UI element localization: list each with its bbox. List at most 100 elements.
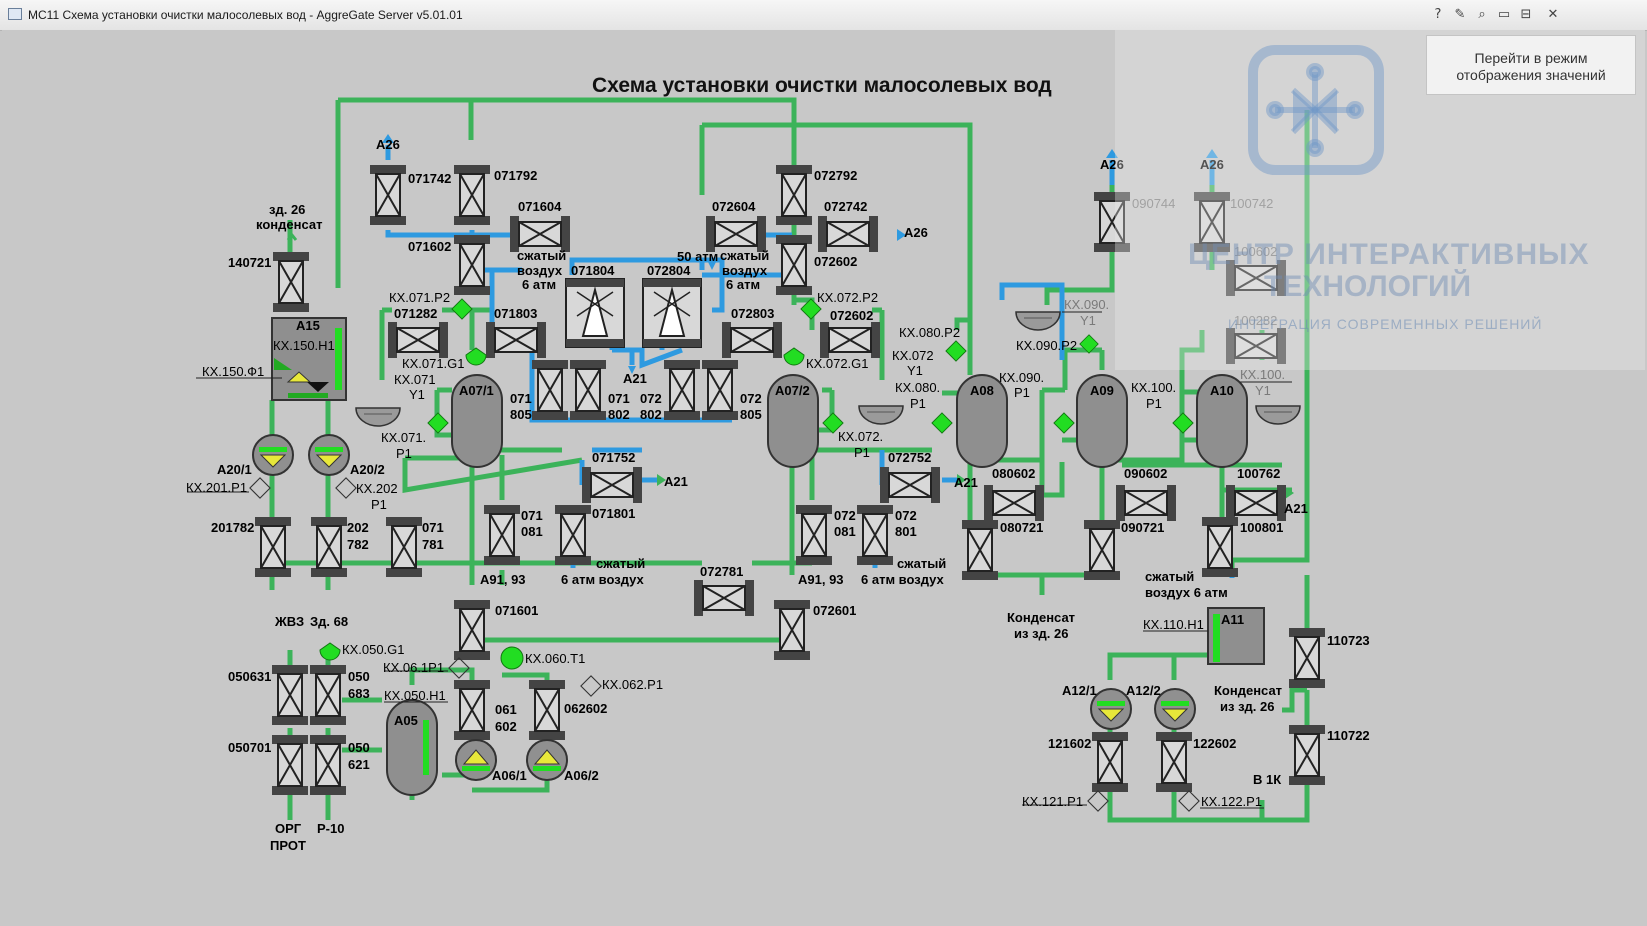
valve-071282[interactable] (388, 322, 448, 358)
label-072081b: 081 (834, 524, 856, 539)
label-kx071y1a: КХ.071 (394, 372, 436, 387)
label-071802a: 071 (608, 391, 630, 406)
valve-100282[interactable] (1226, 328, 1286, 364)
mnemonic-canvas: зд. 26 конденсат 140721 А15 КХ.150.Н1 КХ… (2, 30, 1645, 924)
tank-a07-2[interactable] (767, 374, 819, 468)
valve-072742[interactable] (818, 216, 878, 252)
sensor-kx072g1[interactable] (783, 347, 805, 366)
sensor-kx062p1[interactable] (580, 675, 602, 697)
valve-202782[interactable] (311, 517, 347, 577)
valve-072803[interactable] (722, 322, 782, 358)
valve-140721[interactable] (273, 252, 309, 312)
pump-a06-2[interactable] (526, 739, 568, 781)
valve-071602[interactable] (454, 235, 490, 295)
sensor-kx071p2[interactable] (451, 298, 473, 320)
valve-050683[interactable] (310, 665, 346, 725)
valve-090744[interactable] (1094, 192, 1130, 252)
valve-080721[interactable] (962, 520, 998, 580)
edit-icon[interactable]: ✎ (1454, 7, 1466, 22)
valve-072781[interactable] (694, 580, 754, 616)
sensor-kx090p1[interactable] (1053, 412, 1075, 434)
valve-072081[interactable] (796, 505, 832, 565)
valve-071601[interactable] (454, 600, 490, 660)
help-icon[interactable]: ? (1434, 7, 1442, 22)
valve-072802[interactable] (664, 360, 700, 420)
filter-071804[interactable] (565, 278, 625, 348)
valve-062602[interactable] (529, 680, 565, 740)
label-071282: 071282 (394, 306, 437, 321)
label-kx050g1: КХ.050.G1 (342, 642, 405, 657)
zoom-icon[interactable]: ⌕ (1478, 7, 1486, 22)
valve-072604[interactable] (706, 216, 766, 252)
valve-072801[interactable] (857, 505, 893, 565)
valve-071781[interactable] (386, 517, 422, 577)
valve-100762[interactable] (1226, 485, 1286, 521)
valve-050621[interactable] (310, 735, 346, 795)
pump-a20-1[interactable] (252, 434, 294, 476)
valve-100801[interactable] (1202, 517, 1238, 577)
maximize-icon[interactable]: ▭ (1497, 7, 1511, 22)
valve-110722[interactable] (1289, 725, 1325, 785)
valve-072792[interactable] (776, 165, 812, 225)
restore-icon[interactable]: ⊟ (1520, 7, 1532, 22)
valve-071752[interactable] (582, 467, 642, 503)
valve-072752[interactable] (880, 467, 940, 503)
pump-a06-1[interactable] (455, 739, 497, 781)
label-atm6-3: 6 атм воздух (561, 572, 645, 587)
sensor-kx080p2[interactable] (945, 340, 967, 362)
valve-071801[interactable] (555, 505, 591, 565)
valve-072805[interactable] (702, 360, 738, 420)
valve-071742[interactable] (370, 165, 406, 225)
sensor-kx202p1[interactable] (335, 477, 357, 499)
sensor-kx100p1[interactable] (1172, 412, 1194, 434)
valve-061602[interactable] (454, 680, 490, 740)
watermark-line1: ЦЕНТР ИНТЕРАКТИВНЫХ (1188, 238, 1590, 271)
tank-a15[interactable] (271, 317, 347, 401)
valve-071604[interactable] (510, 216, 570, 252)
valve-071805[interactable] (532, 360, 568, 420)
sensor-kx071p1[interactable] (427, 412, 449, 434)
pump-a20-2[interactable] (308, 434, 350, 476)
valve-072602[interactable] (776, 235, 812, 295)
mode-button-line1: Перейти в режим (1474, 50, 1588, 66)
valve-050631[interactable] (272, 665, 308, 725)
sensor-kx121p1[interactable] (1087, 790, 1109, 812)
valve-050701[interactable] (272, 735, 308, 795)
tank-a08[interactable] (956, 374, 1008, 468)
sensor-kx071g1[interactable] (465, 347, 487, 366)
label-072805a: 072 (740, 391, 762, 406)
valve-090602[interactable] (1116, 485, 1176, 521)
label-kx121p1: КХ.121.Р1 (1022, 794, 1083, 809)
label-kx050h1: КХ.050.Н1 (384, 688, 446, 703)
close-icon[interactable]: ✕ (1547, 7, 1559, 22)
sensor-kx060t1[interactable] (500, 646, 524, 670)
label-080721: 080721 (1000, 520, 1043, 535)
valve-080602[interactable] (984, 485, 1044, 521)
pump-a12-2[interactable] (1154, 688, 1196, 730)
tank-a07-1[interactable] (451, 374, 503, 468)
valve-072601[interactable] (774, 600, 810, 660)
sensor-kx201p1[interactable] (249, 477, 271, 499)
tank-a10[interactable] (1196, 374, 1248, 468)
valve-110723[interactable] (1289, 628, 1325, 688)
tank-a09[interactable] (1076, 374, 1128, 468)
valve-121602[interactable] (1092, 732, 1128, 792)
valve-122602[interactable] (1156, 732, 1192, 792)
valve-072602b[interactable] (820, 322, 880, 358)
switch-display-mode-button[interactable]: Перейти в режим отображения значений (1426, 35, 1636, 95)
valve-090721[interactable] (1084, 520, 1120, 580)
label-kx090p1b: Р1 (1014, 385, 1030, 400)
filter-072804[interactable] (642, 278, 702, 348)
sensor-kx050g1[interactable] (319, 642, 341, 661)
label-061602a: 061 (495, 702, 517, 717)
leader-lines (187, 311, 1292, 809)
label-kx072p2: КХ.072.Р2 (817, 290, 878, 305)
valve-201782[interactable] (255, 517, 291, 577)
sensor-kx080p1[interactable] (931, 412, 953, 434)
valve-071802[interactable] (570, 360, 606, 420)
valve-071803[interactable] (486, 322, 546, 358)
valve-071081[interactable] (484, 505, 520, 565)
sensor-kx122p1[interactable] (1178, 790, 1200, 812)
valve-071792[interactable] (454, 165, 490, 225)
pump-a12-1[interactable] (1090, 688, 1132, 730)
